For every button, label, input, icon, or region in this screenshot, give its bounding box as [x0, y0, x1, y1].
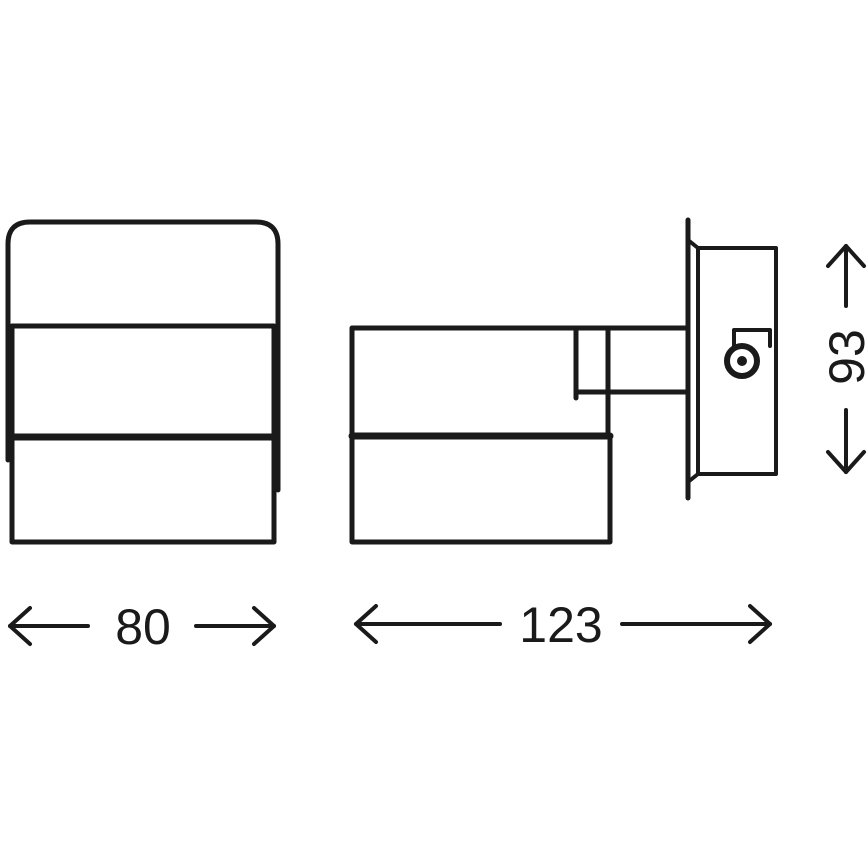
- side-knob-center: [737, 356, 747, 366]
- front-head-upper: [9, 323, 277, 439]
- side-view: [348, 217, 778, 545]
- front-view: [5, 219, 281, 545]
- dim-93-label: 93: [819, 329, 868, 385]
- dim-80-arrow-right-head: [252, 606, 276, 646]
- dimension-side-depth: 123: [354, 597, 772, 653]
- dim-123-label: 123: [519, 597, 602, 653]
- side-head-lower: [349, 433, 613, 545]
- dim-80-arrow-left-head: [8, 606, 32, 646]
- side-switch-lever: [732, 328, 772, 348]
- dimension-front-width: 80: [8, 599, 276, 655]
- side-mount-box: [686, 238, 778, 484]
- front-housing-outline: [5, 219, 281, 493]
- side-head-upper: [349, 325, 611, 439]
- side-arm: [573, 325, 689, 401]
- dimension-height: 93: [819, 244, 868, 474]
- dim-123-arrow-right-head: [748, 604, 772, 644]
- front-head-lower: [9, 435, 277, 545]
- dim-93-arrow-bottom-head: [826, 450, 866, 474]
- dim-93-arrow-top-head: [826, 244, 866, 268]
- dim-123-arrow-left-head: [354, 604, 378, 644]
- dim-80-label: 80: [115, 599, 171, 655]
